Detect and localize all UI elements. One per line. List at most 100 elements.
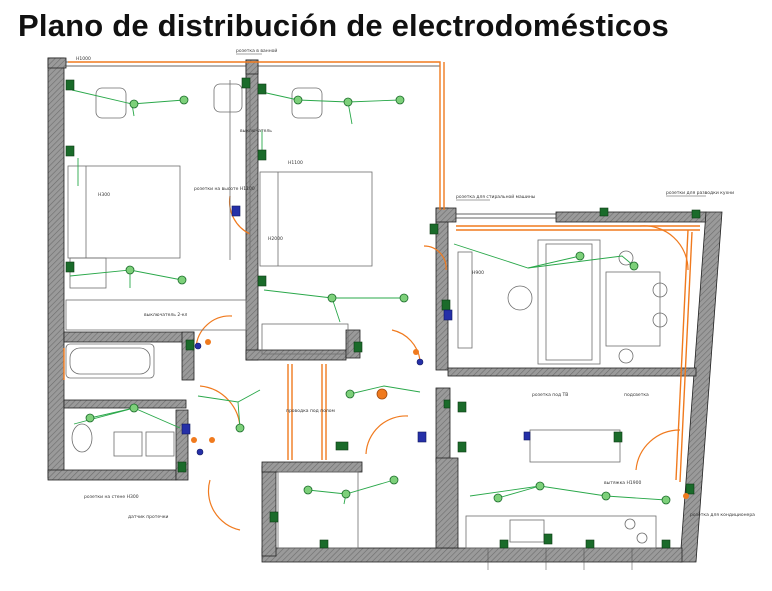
junction-icon: [209, 437, 215, 443]
annotation-label: розетка под ТВ: [532, 392, 568, 398]
wall-living-top: [435, 207, 457, 223]
light-fixture: [293, 95, 303, 105]
socket-icon: [335, 441, 349, 451]
socket-icon: [691, 209, 701, 219]
annotation-label: H1100: [288, 160, 303, 166]
annotation-label: розетки на стене H300: [84, 494, 139, 500]
switch-icon: [194, 342, 202, 350]
light-fixture: [575, 251, 585, 261]
socket-icon: [599, 207, 609, 217]
conduits: [63, 61, 700, 483]
socket-icon: [65, 145, 75, 157]
annotation-label: H1000: [76, 56, 91, 62]
light-fixture: [629, 261, 639, 271]
annotation-label: розетка для кондиционера: [690, 513, 755, 518]
light-fixture: [341, 489, 351, 499]
wall-right: [679, 211, 723, 563]
wall-bath-top: [63, 331, 195, 343]
bed-2: [259, 171, 373, 267]
annotation-label: выключатель: [240, 129, 272, 134]
annotation-label: розетки для разводки кухни: [666, 191, 734, 196]
wall-left: [47, 57, 65, 479]
wall-hall-3: [261, 461, 363, 473]
socket-icon: [613, 431, 623, 443]
kitchen-counter: [465, 515, 657, 549]
switch-icon: [196, 448, 204, 456]
light-fixture: [535, 481, 545, 491]
leaders: [236, 53, 706, 570]
socket-icon: [457, 401, 467, 413]
annotation-label: подсветка: [624, 393, 649, 398]
switch-icon: [523, 431, 531, 441]
annotation-label: розетка в ванной: [236, 47, 277, 54]
junction-icon: [205, 339, 211, 345]
wall-bottom-left: [47, 469, 177, 481]
light-fixture: [129, 403, 139, 413]
toilet: [71, 423, 93, 453]
page-title: Plano de distribución de electrodoméstic…: [18, 8, 669, 43]
annotation-label: H900: [472, 270, 484, 276]
sink-1: [113, 431, 143, 457]
wall-bath2-top: [63, 399, 187, 409]
switch-icon: [181, 423, 191, 435]
annotation-label: H300: [98, 192, 110, 198]
annotation-label: розетки на высоте H1100: [194, 186, 255, 192]
wall-living-top-2: [555, 211, 707, 223]
socket-icon: [65, 261, 75, 273]
socket-icon: [257, 83, 267, 95]
light-fixture: [129, 99, 139, 109]
bed-1: [67, 165, 181, 259]
socket-icon: [257, 149, 267, 161]
wardrobe-1: [65, 299, 247, 331]
wall-top-left: [47, 57, 67, 69]
socket-icon: [257, 275, 267, 287]
annotation-label: H2000: [268, 236, 283, 242]
closet-entry: [277, 471, 359, 549]
light-fixture: [345, 389, 355, 399]
socket-icon: [661, 539, 671, 549]
sink-2: [145, 431, 175, 457]
annotations: розетка для стиральной машины розетки дл…: [76, 47, 755, 520]
bathtub: [65, 343, 155, 379]
wall-hall-6: [435, 457, 459, 549]
light-fixture: [179, 95, 189, 105]
socket-icon: [685, 483, 695, 495]
junction-icon: [413, 349, 419, 355]
furniture: [65, 80, 668, 549]
socket-icon: [443, 399, 451, 409]
light-fixture: [343, 97, 353, 107]
socket-icon: [319, 539, 329, 549]
annotation-label: вытяжка H1900: [604, 480, 641, 486]
wall-bath-right: [181, 331, 195, 381]
wall-hall-5: [435, 387, 451, 463]
light-fixtures: [85, 95, 671, 505]
junction-icon: [683, 493, 689, 499]
ceiling-light-hall: [376, 388, 388, 400]
socket-icon: [269, 511, 279, 523]
switch-icon: [231, 205, 241, 217]
wall-top-mid: [245, 59, 259, 75]
socket-icon: [457, 441, 467, 453]
light-fixture: [303, 485, 313, 495]
annotation-label: проводка под полом: [286, 409, 335, 414]
switch-icon: [417, 431, 427, 443]
wall-hall-1: [245, 349, 347, 361]
light-fixture: [85, 413, 95, 423]
kitchen-island: [529, 429, 621, 463]
light-fixture: [177, 275, 187, 285]
socket-icon: [429, 223, 439, 235]
light-fixture: [235, 423, 245, 433]
socket-icon: [441, 299, 451, 311]
socket-icon: [585, 539, 595, 549]
socket-icon: [177, 461, 187, 473]
socket-icon: [241, 77, 251, 89]
switches-blue: [181, 205, 531, 456]
socket-icon: [353, 341, 363, 353]
sockets: [65, 77, 701, 549]
socket-icon: [65, 79, 75, 91]
light-fixture: [399, 293, 409, 303]
socket-icon: [543, 533, 553, 545]
socket-icon: [185, 339, 195, 351]
light-fixture: [493, 493, 503, 503]
